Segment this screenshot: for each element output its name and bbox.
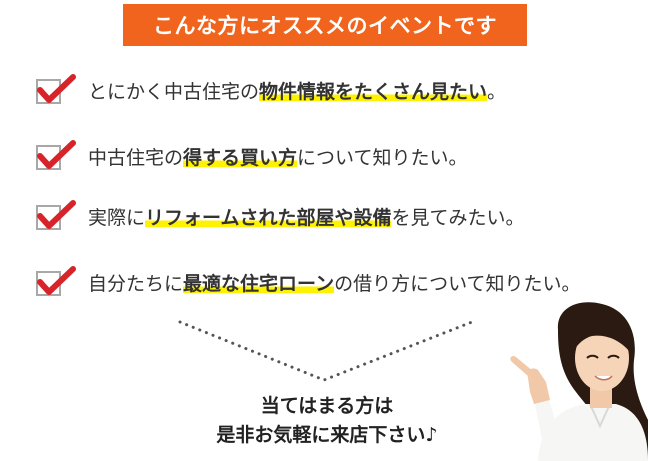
list-item: 実際にリフォームされた部屋や設備を見てみたい。 [36, 196, 524, 236]
highlight: 物件情報をたくさん見たい [259, 80, 488, 103]
dotted-v-divider [178, 320, 474, 382]
cta-line-1: 当てはまる方は [260, 395, 394, 417]
event-header-title: こんな方にオススメのイベントです [153, 14, 497, 38]
pointing-woman-illustration [510, 302, 648, 461]
item-text: 中古住宅の得する買い方について知りたい。 [88, 146, 468, 169]
list-item: とにかく中古住宅の物件情報をたくさん見たい。 [36, 70, 506, 110]
checkbox-check-icon [36, 199, 76, 233]
item-text: とにかく中古住宅の物件情報をたくさん見たい。 [88, 80, 507, 103]
checkbox-check-icon [36, 139, 76, 173]
item-text: 実際にリフォームされた部屋や設備を見てみたい。 [88, 206, 525, 229]
cta-line-2: 是非お気軽に来店下さい♪ [216, 424, 438, 446]
highlight: リフォームされた部屋や設備 [145, 206, 392, 229]
highlight: 得する買い方 [183, 146, 298, 169]
event-header-banner: こんな方にオススメのイベントです [123, 4, 527, 46]
item-text: 自分たちに最適な住宅ローンの借り方について知りたい。 [88, 272, 581, 295]
list-item: 自分たちに最適な住宅ローンの借り方について知りたい。 [36, 262, 581, 302]
checkbox-check-icon [36, 265, 76, 299]
list-item: 中古住宅の得する買い方について知りたい。 [36, 136, 467, 176]
highlight: 最適な住宅ローン [183, 272, 335, 295]
call-to-action: 当てはまる方は 是非お気軽に来店下さい♪ [196, 392, 458, 450]
checkbox-check-icon [36, 73, 76, 107]
